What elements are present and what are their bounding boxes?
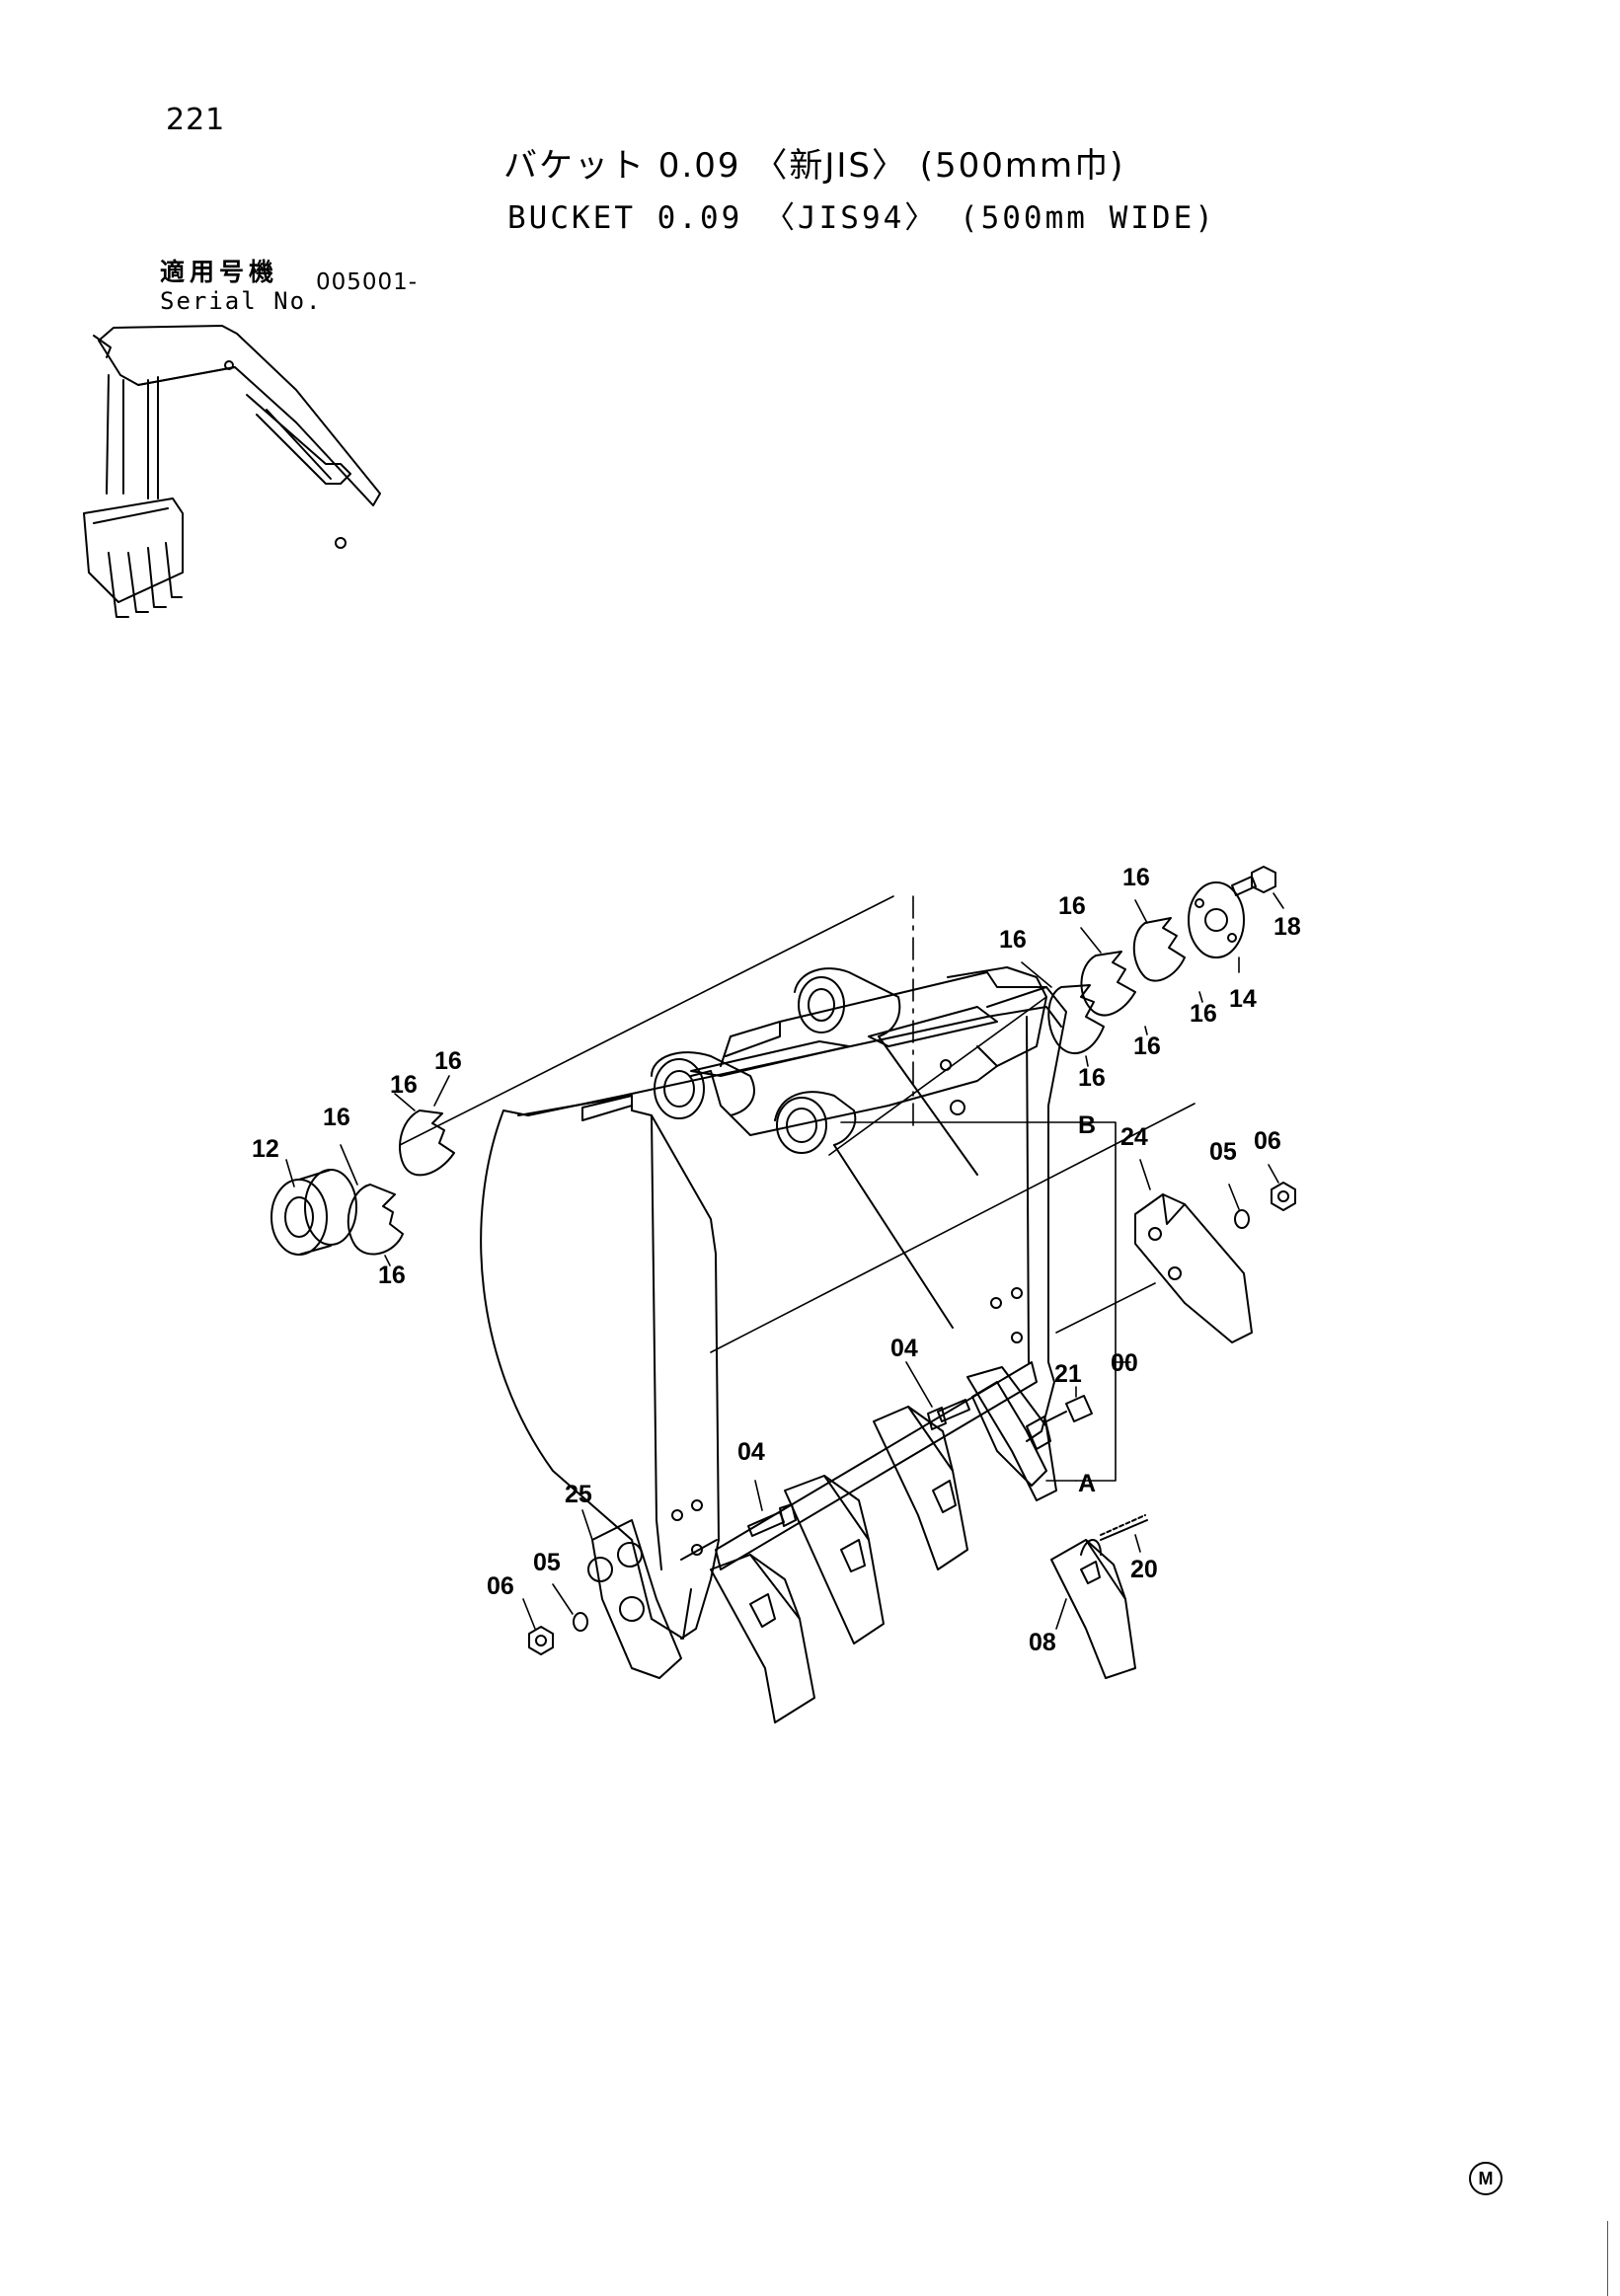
callout-16-5: 16 xyxy=(999,926,1027,954)
leader-lines xyxy=(285,892,1284,1630)
callout-labels: 00 04 04 05 05 06 06 08 12 14 16 16 16 1… xyxy=(252,864,1301,1656)
callout-14: 14 xyxy=(1229,985,1257,1013)
washer-05-right-icon xyxy=(1234,1209,1250,1229)
shim-16-left-a-icon xyxy=(347,1184,404,1256)
callout-05-left: 05 xyxy=(533,1549,561,1576)
page-edge-divider xyxy=(1607,2221,1608,2296)
callout-16-2: 16 xyxy=(390,1071,418,1099)
callout-16-6: 16 xyxy=(1058,892,1086,920)
excavator-thumbnail-icon xyxy=(83,325,381,618)
side-cutter-25-icon xyxy=(587,1519,718,1679)
lock-20-icon xyxy=(1100,1514,1148,1541)
callout-16-3: 16 xyxy=(434,1047,462,1075)
projection-lines xyxy=(399,895,1196,1353)
serial-number: 005001- xyxy=(316,269,419,295)
shim-16-right-b-icon xyxy=(1080,951,1136,1017)
callout-12: 12 xyxy=(252,1135,279,1163)
callout-08: 08 xyxy=(1029,1629,1056,1656)
shim-16-right-c-icon xyxy=(1132,917,1186,982)
bolt-04-right-icon xyxy=(927,1399,970,1430)
callout-A: A xyxy=(1078,1470,1096,1497)
callout-21: 21 xyxy=(1054,1360,1082,1388)
washer-05-left-icon xyxy=(573,1612,588,1632)
callout-16-7: 16 xyxy=(1122,864,1150,891)
callout-00: 00 xyxy=(1111,1349,1138,1377)
bolt-18-icon xyxy=(1231,866,1276,896)
side-cutter-24-icon xyxy=(1134,1193,1253,1343)
callout-B: B xyxy=(1078,1111,1096,1139)
callout-24: 24 xyxy=(1120,1123,1148,1151)
title-japanese: バケット 0.09 〈新JIS〉 (500mm巾) xyxy=(503,146,1125,186)
manufacturer-mark-icon: M xyxy=(1469,2162,1503,2195)
bushing-12-icon xyxy=(270,1169,357,1256)
bolt-04-left-icon xyxy=(747,1503,797,1537)
shim-16-left-b-icon xyxy=(399,1110,455,1177)
nut-06-left-icon xyxy=(528,1626,554,1655)
callout-20: 20 xyxy=(1130,1556,1158,1583)
shim-16-right-a-icon xyxy=(1047,984,1105,1054)
nut-06-right-icon xyxy=(1271,1182,1296,1211)
page-number: 221 xyxy=(166,103,226,137)
callout-06-left: 06 xyxy=(487,1572,514,1600)
callout-18: 18 xyxy=(1273,913,1301,941)
callout-04-right: 04 xyxy=(890,1335,918,1362)
callout-25: 25 xyxy=(565,1481,592,1508)
callout-16-1: 16 xyxy=(323,1104,350,1131)
bucket-body-icon xyxy=(480,966,1067,1640)
callout-16-10: 16 xyxy=(1190,1000,1217,1028)
serial-label-japanese: 適用号機 xyxy=(160,258,279,286)
callout-05-right: 05 xyxy=(1209,1138,1237,1166)
callout-16-4: 16 xyxy=(378,1262,406,1289)
title-english: BUCKET 0.09 〈JIS94〉 (500mm WIDE) xyxy=(507,200,1216,236)
callout-06-right: 06 xyxy=(1254,1127,1281,1155)
callout-16-8: 16 xyxy=(1078,1064,1106,1092)
callout-16-9: 16 xyxy=(1133,1033,1161,1060)
callout-04-left: 04 xyxy=(737,1438,765,1466)
serial-label-english: Serial No. xyxy=(160,287,323,315)
bucket-teeth-icon xyxy=(710,1366,1136,1723)
pin-21-icon xyxy=(1045,1395,1093,1422)
plate-14-icon xyxy=(1188,881,1245,958)
